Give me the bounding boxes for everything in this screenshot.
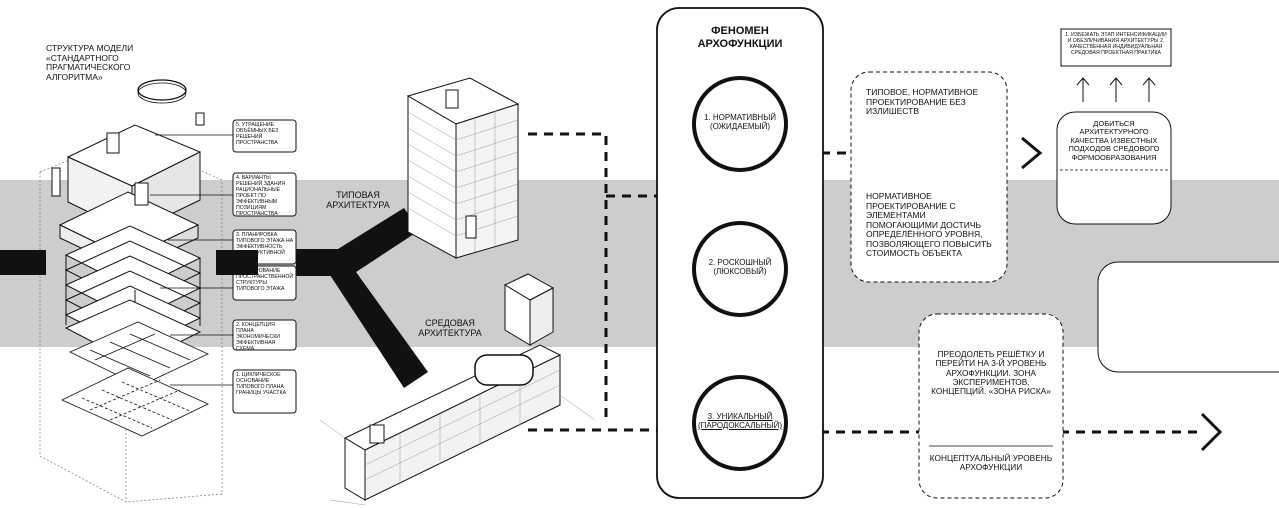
model-label-2: 2. КОНЦЕПЦИЯ ПЛАНА ЭКОНОМИЧЕСКИ ЭФФЕКТИВ… xyxy=(236,322,280,352)
box-overcome xyxy=(918,313,1064,499)
low-building xyxy=(319,273,596,506)
model-title: СТРУКТУРА МОДЕЛИ «СТАНДАРТНОГО ПРАГМАТИЧ… xyxy=(46,43,134,82)
typical-arch-label: ТИПОВАЯ АРХИТЕКТУРА xyxy=(326,190,390,211)
level-3-label: 3. УНИКАЛЬНЫЙ (ПАРОДОКСАЛЬНЫЙ) xyxy=(697,412,783,430)
environmental-arch-label: СРЕДОВАЯ АРХИТЕКТУРА xyxy=(418,318,482,339)
conceptual-text: КОНЦЕПТУАЛЬНЫЙ УРОВЕНЬ АРХОФУНКЦИИ xyxy=(929,453,1053,473)
normative-design-text: НОРМАТИВНОЕ ПРОЕКТИРОВАНИЕ С ЭЛЕМЕНТАМИ … xyxy=(866,191,992,259)
box-top-note xyxy=(1060,28,1172,67)
box-achieve-quality xyxy=(1056,111,1172,225)
model-label-1: 1. ЦИКЛИЧЕСКОЕ ОСНОВАНИЕ ТИПОВОГО ПЛАНА … xyxy=(236,372,287,396)
level-2-label: 2. РОСКОШНЫЙ (ЛЮКСОВЫЙ) xyxy=(708,258,772,276)
typical-design-text: ТИПОВОЕ, НОРМАТИВНОЕ ПРОЕКТИРОВАНИЕ БЕЗ … xyxy=(866,87,979,117)
level-circle-2 xyxy=(692,221,788,317)
up-arrows xyxy=(1076,77,1156,102)
overcome-text: ПРЕОДОЛЕТЬ РЕШЁТКУ И ПЕРЕЙТИ НА 3-Й УРОВ… xyxy=(931,349,1051,397)
model-label-5: 5. УТРАЩЕНИЕ ОБЪЁМНЫХ БЕЗ РЕШЕНИЙ ПРОСТР… xyxy=(236,122,279,146)
tall-tower xyxy=(406,77,520,259)
model-label-3: 3. ПЛАНИРОВКА ТИПОВОГО ЭТАЖА НА ЭФФЕКТИВ… xyxy=(236,232,294,262)
level-1-label: 1. НОРМАТИВНЫЙ (ОЖИДАЕМЫЙ) xyxy=(703,113,777,131)
model-ring xyxy=(137,79,187,101)
flow-black xyxy=(0,208,428,388)
level-circle-1 xyxy=(692,76,788,172)
phenomenon-title: ФЕНОМЕН АРХОФУНКЦИИ xyxy=(697,25,783,51)
model-lower-plans xyxy=(61,321,209,437)
model-label-connectors xyxy=(150,134,233,386)
model-label-norm: НОРМИРОВАНИЕ ПРОСТРАНСТВЕННОЙ СТРУКТУРЫ … xyxy=(236,268,294,292)
box-edge xyxy=(1097,261,1279,373)
box-typical-design xyxy=(850,71,1008,283)
top-note-text: 1. ИЗБЕЖАТЬ ЭТАП ИНТЕНСИФИКАЦИИ И ОБЕЗЛИ… xyxy=(1065,32,1167,56)
exploded-model xyxy=(39,79,223,503)
achieve-quality-text: ДОБИТЬСЯ АРХИТЕКТУРНОГО КАЧЕСТВА ИЗВЕСТН… xyxy=(1068,119,1160,162)
level-circle-3 xyxy=(692,375,788,471)
model-label-4: 4. ВАРИАНТЫ РЕШЕНИЙ ЗДАНИЯ РАЦИОНАЛЬНЫЕ … xyxy=(236,175,286,217)
